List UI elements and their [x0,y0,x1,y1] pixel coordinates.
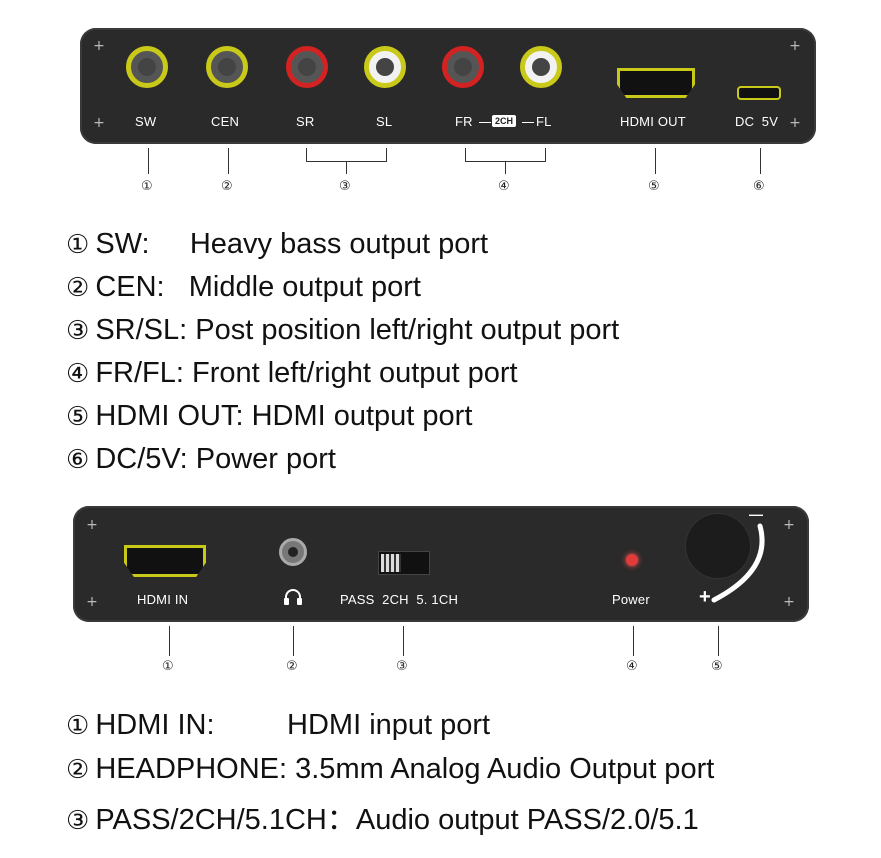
cen-port-label: CEN [211,114,240,129]
volume-arc-icon [711,523,765,603]
fl-port-label: FL [536,114,552,129]
leader-line [169,626,170,656]
power-label: Power [612,592,650,607]
fr-fl-dash-left [479,122,491,123]
headphone-jack [279,538,307,566]
headphone-icon [284,589,302,605]
marker-3: ③ [339,179,351,194]
marker-5: ⑤ [711,659,723,674]
marker-3: ③ [396,659,408,674]
2ch-badge: 2CH [492,115,517,127]
hdmi-out-port [617,68,695,98]
leader-bracket [545,148,546,162]
screw-icon: + [93,38,105,54]
hdmi-in-port [124,545,206,577]
cen-rca-jack [206,46,248,88]
volume-minus-label: — [749,506,764,522]
switch-label: PASS 2CH 5. 1CH [340,592,459,607]
leader-line [655,148,656,174]
marker-4: ④ [498,179,510,194]
screw-icon: + [783,517,795,533]
leader-line [760,148,761,174]
marker-1: ① [162,659,174,674]
screw-icon: + [789,38,801,54]
leader-bracket [386,148,387,162]
sr-rca-jack [286,46,328,88]
leader-bracket [306,148,307,162]
marker-2: ② [286,659,298,674]
sw-port-label: SW [135,114,157,129]
screw-icon: + [93,115,105,131]
leader-line [346,161,347,174]
screw-icon: + [86,517,98,533]
leader-line [633,626,634,656]
fr-rca-jack [442,46,484,88]
leader-line [148,148,149,174]
fr-port-label: FR [455,114,473,129]
dc-5v-label: DC 5V [735,114,779,129]
volume-knob[interactable] [686,514,750,578]
hdmi-in-label: HDMI IN [137,592,189,607]
fl-rca-jack [520,46,562,88]
marker-6: ⑥ [753,179,765,194]
switch-knob [381,554,401,572]
hdmi-out-label: HDMI OUT [620,114,686,129]
screw-icon: + [783,594,795,610]
leader-line [293,626,294,656]
fr-fl-dash-right [522,122,534,123]
sr-port-label: SR [296,114,315,129]
marker-1: ① [141,179,153,194]
volume-plus-label: + [699,586,711,608]
leader-line [403,626,404,656]
leader-bracket [465,148,466,162]
marker-5: ⑤ [648,179,660,194]
dc-power-port [737,86,781,100]
marker-4: ④ [626,659,638,674]
leader-line [228,148,229,174]
sw-rca-jack [126,46,168,88]
sl-port-label: SL [376,114,393,129]
pass-2ch-51ch-switch[interactable] [378,551,430,575]
leader-line [718,626,719,656]
top-device-panel [80,28,816,144]
marker-2: ② [221,179,233,194]
screw-icon: + [789,115,801,131]
power-led [626,554,638,566]
sl-rca-jack [364,46,406,88]
leader-line [505,161,506,174]
screw-icon: + [86,594,98,610]
